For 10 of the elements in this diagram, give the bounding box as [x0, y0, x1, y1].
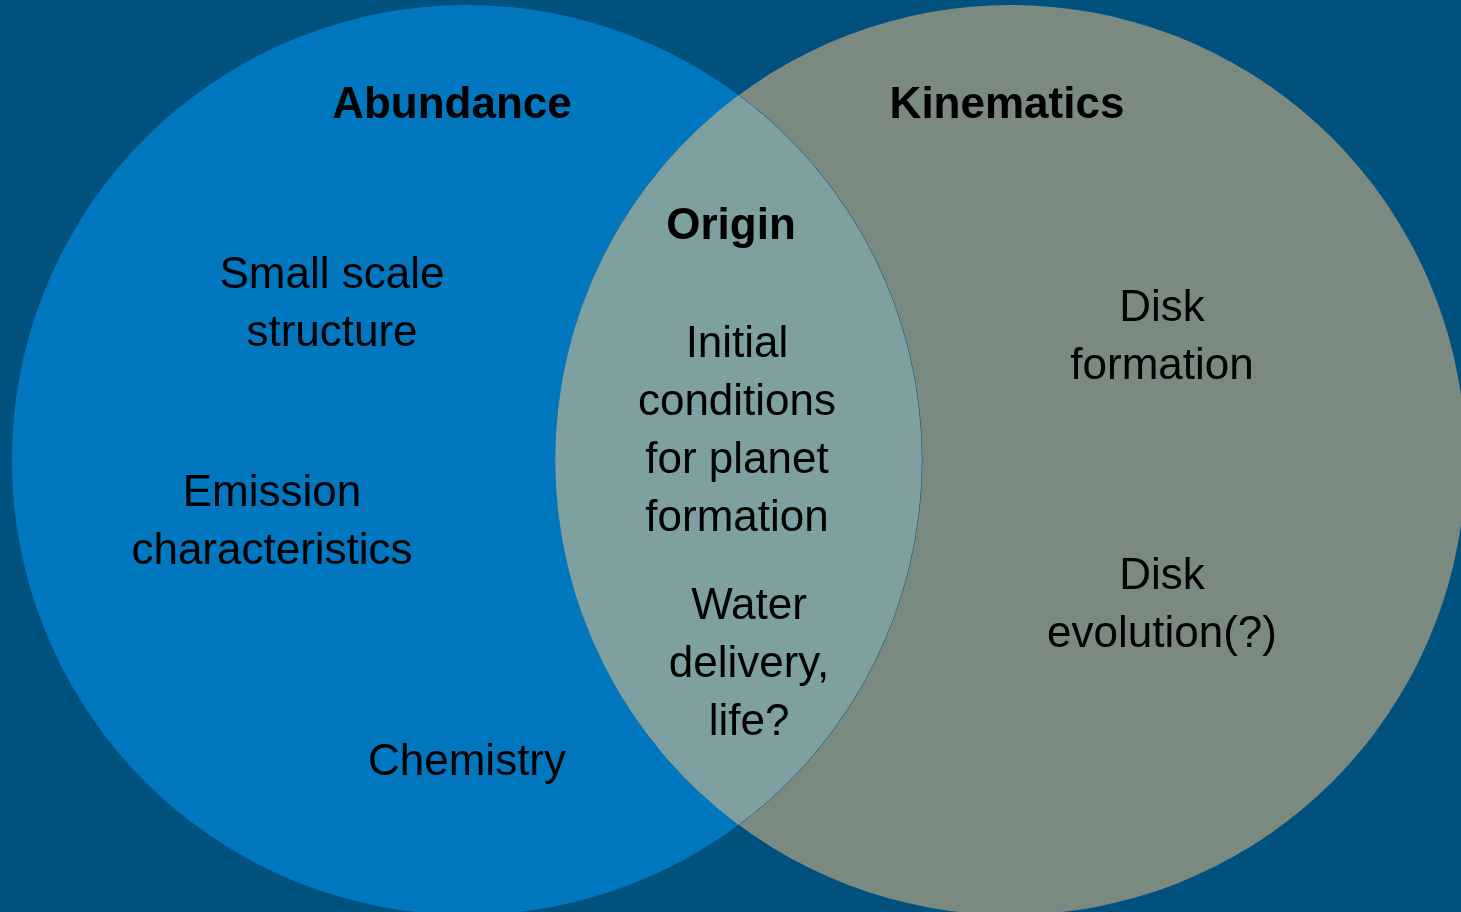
region-label: Emission characteristics [130, 465, 414, 575]
region-label: Small scale structure [218, 247, 446, 357]
region-heading: Abundance [331, 77, 573, 129]
region-heading: Origin [665, 198, 797, 250]
region-label: Water delivery, life? [667, 578, 831, 746]
region-label: Chemistry [367, 734, 567, 786]
region-label: Disk formation [1069, 280, 1255, 390]
region-label: Initial conditions for planet formation [636, 316, 838, 542]
region-label: Disk evolution(?) [1046, 548, 1278, 658]
region-heading: Kinematics [888, 77, 1126, 129]
